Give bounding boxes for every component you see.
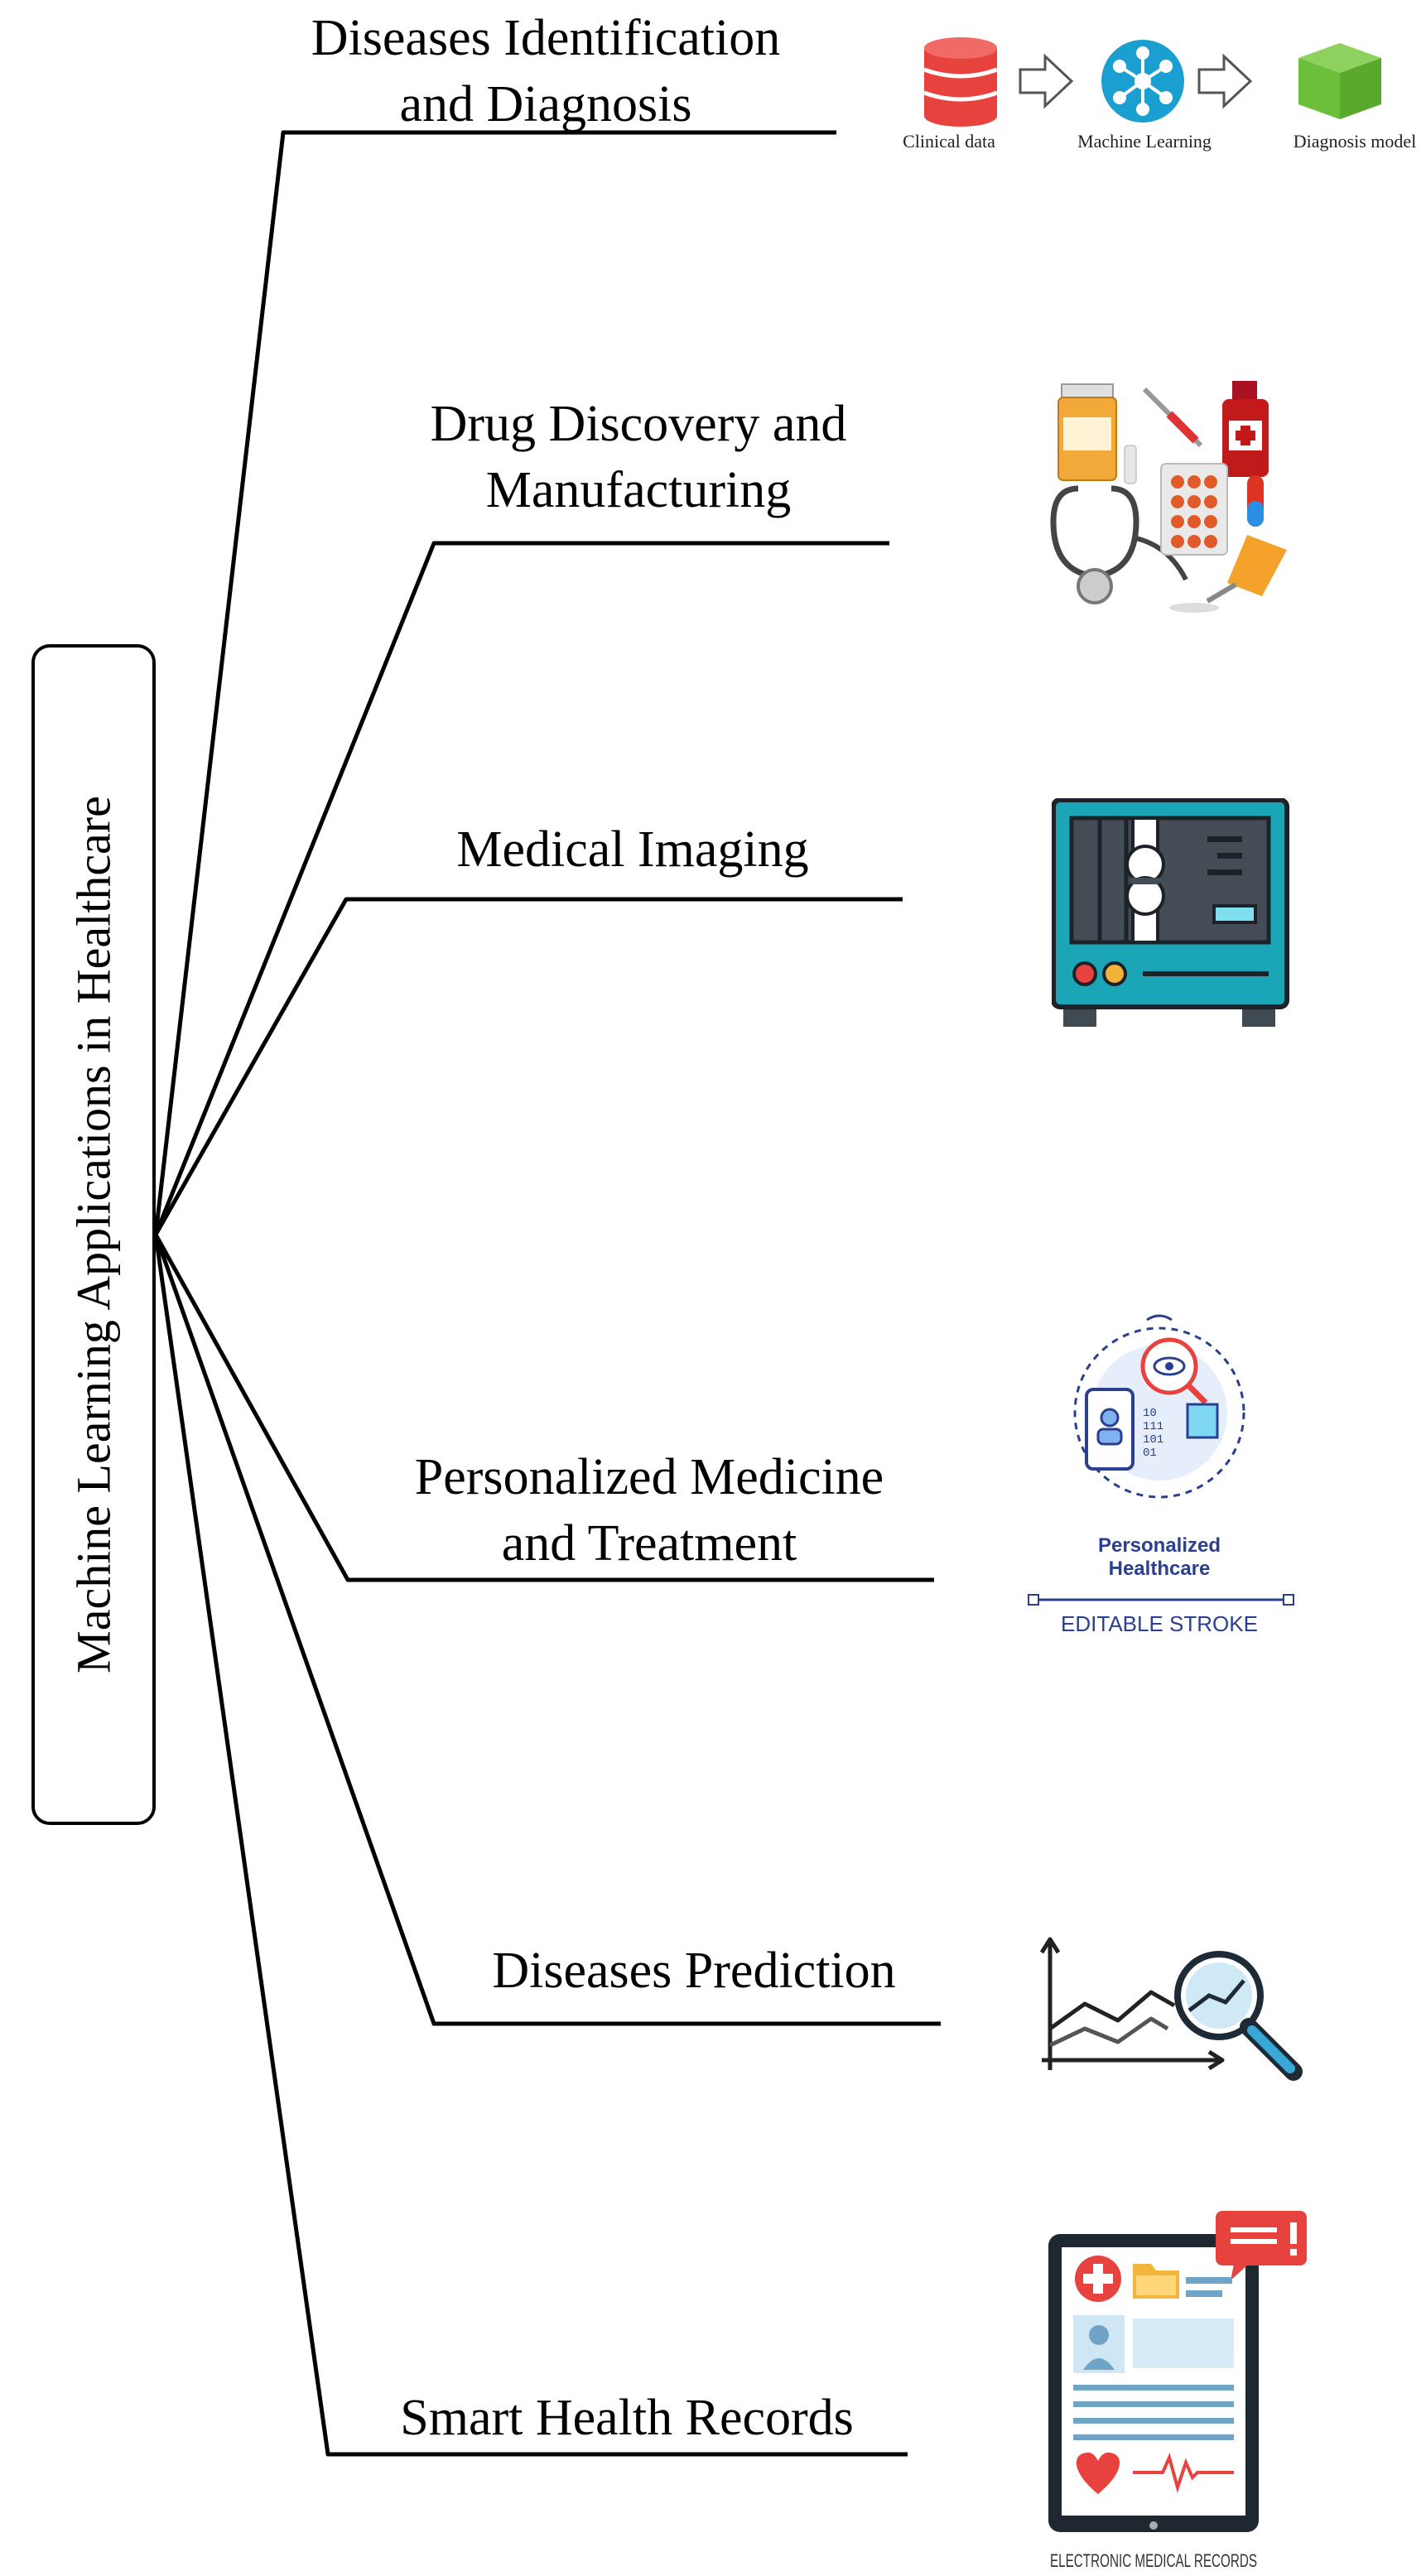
branch-label-line: and Treatment — [501, 1515, 797, 1572]
connector-diseases-identification — [153, 130, 836, 1235]
bone-icon — [1125, 816, 1165, 944]
trend-chart-magnifier-icon — [1039, 1937, 1303, 2081]
cube-icon — [1298, 43, 1381, 119]
personalized-title-line: Healthcare — [1109, 1558, 1211, 1580]
arrow-right-icon — [1019, 53, 1074, 109]
blister-pack-icon — [1160, 463, 1228, 556]
pipeline-step-label: Clinical data — [903, 131, 995, 152]
patient-avatar-icon — [1073, 2315, 1125, 2373]
svg-text:10: 10 — [1143, 1407, 1157, 1420]
syringe-icon — [1124, 387, 1203, 484]
root-node-box — [31, 644, 156, 1825]
branch-label-line: Medical Imaging — [456, 821, 809, 878]
pipeline-step-label: Diagnosis model — [1294, 131, 1417, 152]
branch-label-smart-health-records: Smart Health Records — [400, 2385, 854, 2451]
branch-label-line: and Diagnosis — [399, 76, 692, 132]
connector-drug-discovery — [153, 541, 889, 1235]
branch-label-diseases-identification: Diseases Identification and Diagnosis — [311, 5, 780, 137]
root-node-label: Machine Learning Applications in Healthc… — [66, 796, 121, 1673]
svg-text:111: 111 — [1143, 1420, 1163, 1433]
editable-stroke-label: EDITABLE STROKE — [1061, 1611, 1258, 1636]
folder-icon — [1133, 2264, 1179, 2299]
xray-machine-icon — [1052, 798, 1289, 1027]
heartbeat-icon — [1133, 2453, 1234, 2493]
branch-label-line: Diseases Identification — [311, 10, 781, 66]
neural-network-icon — [1101, 40, 1184, 123]
branch-label-line: Smart Health Records — [400, 2390, 854, 2446]
clinical-data-to-diagnosis-pipeline-icon: Clinical data Machine Learning Diagnosis… — [903, 37, 1417, 152]
connector-smart-health-records — [153, 1234, 908, 2457]
medicine-bottle-icon — [1222, 381, 1269, 477]
medicine-collection-icon — [1050, 381, 1287, 613]
pipeline-step-label: Machine Learning — [1077, 131, 1212, 152]
electronic-medical-records-tablet-icon: ELECTRONIC MEDICAL RECORDS — [1048, 2211, 1307, 2571]
branch-label-personalized-medicine: Personalized Medicine and Treatment — [415, 1444, 884, 1577]
medical-cross-icon — [1075, 2256, 1121, 2302]
arrow-right-icon — [1197, 53, 1253, 109]
dropper-bottle-icon — [1169, 535, 1287, 613]
pill-bottle-icon — [1057, 383, 1117, 481]
magnifier-eye-icon — [1140, 1337, 1208, 1405]
branch-label-line: Personalized Medicine — [414, 1449, 884, 1505]
speech-bubble-icon — [1216, 2211, 1307, 2280]
database-icon — [923, 37, 998, 127]
connector-personalized-medicine — [153, 1233, 934, 1582]
connector-diseases-prediction — [153, 1234, 941, 2026]
branch-label-medical-imaging: Medical Imaging — [456, 816, 808, 883]
records-caption: ELECTRONIC MEDICAL RECORDS — [1050, 2550, 1257, 2571]
branch-label-diseases-prediction: Diseases Prediction — [492, 1938, 895, 2004]
branch-label-line: Diseases Prediction — [492, 1943, 896, 1999]
connector-medical-imaging — [153, 897, 903, 1236]
branch-label-line: Manufacturing — [485, 462, 792, 518]
phone-doctor-icon — [1085, 1388, 1135, 1471]
svg-text:101: 101 — [1143, 1433, 1163, 1447]
branch-label-line: Drug Discovery and — [430, 396, 847, 452]
personalized-title-line: Personalized — [1098, 1534, 1221, 1557]
branch-label-drug-discovery: Drug Discovery and Manufacturing — [431, 391, 847, 523]
svg-text:01: 01 — [1143, 1447, 1157, 1460]
heart-icon — [1076, 2452, 1120, 2494]
capsule-icon — [1247, 475, 1264, 527]
